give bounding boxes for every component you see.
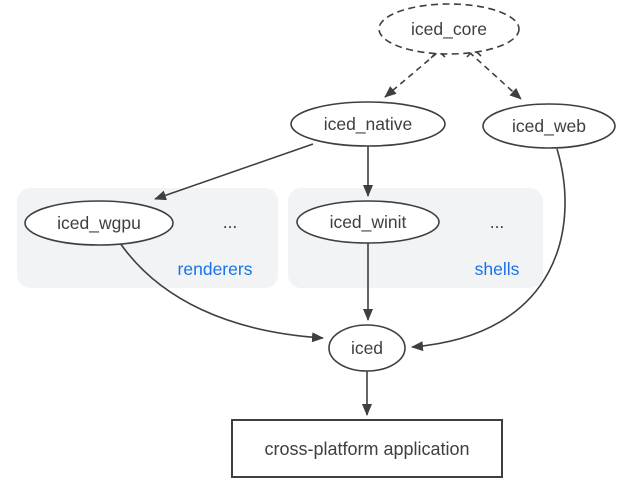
edge-native-to-wgpu	[154, 143, 314, 201]
shells-ellipsis: ...	[490, 212, 505, 232]
node-iced-native-label: iced_native	[324, 114, 413, 135]
edge-core-to-web	[468, 51, 522, 100]
node-iced-web	[482, 103, 616, 149]
node-iced-winit	[296, 200, 440, 244]
shells-group-label: shells	[475, 259, 520, 279]
node-iced-wgpu	[24, 200, 174, 246]
node-iced-web-label: iced_web	[512, 116, 586, 137]
edge-core-to-native	[384, 52, 438, 98]
node-iced-label: iced	[351, 338, 383, 358]
node-iced-native	[290, 101, 446, 147]
node-iced-wgpu-label: iced_wgpu	[57, 213, 141, 234]
node-iced	[328, 324, 406, 372]
node-app-label: cross-platform application	[264, 439, 469, 459]
renderers-ellipsis: ...	[223, 212, 238, 232]
node-app-rect	[231, 419, 503, 478]
node-iced-core-label: iced_core	[411, 19, 487, 40]
node-iced-core	[378, 3, 520, 55]
edge-web-to-iced	[411, 148, 566, 352]
node-iced-winit-label: iced_winit	[330, 212, 407, 233]
edge-wgpu-to-iced	[119, 242, 324, 343]
renderers-group-label: renderers	[178, 259, 253, 279]
